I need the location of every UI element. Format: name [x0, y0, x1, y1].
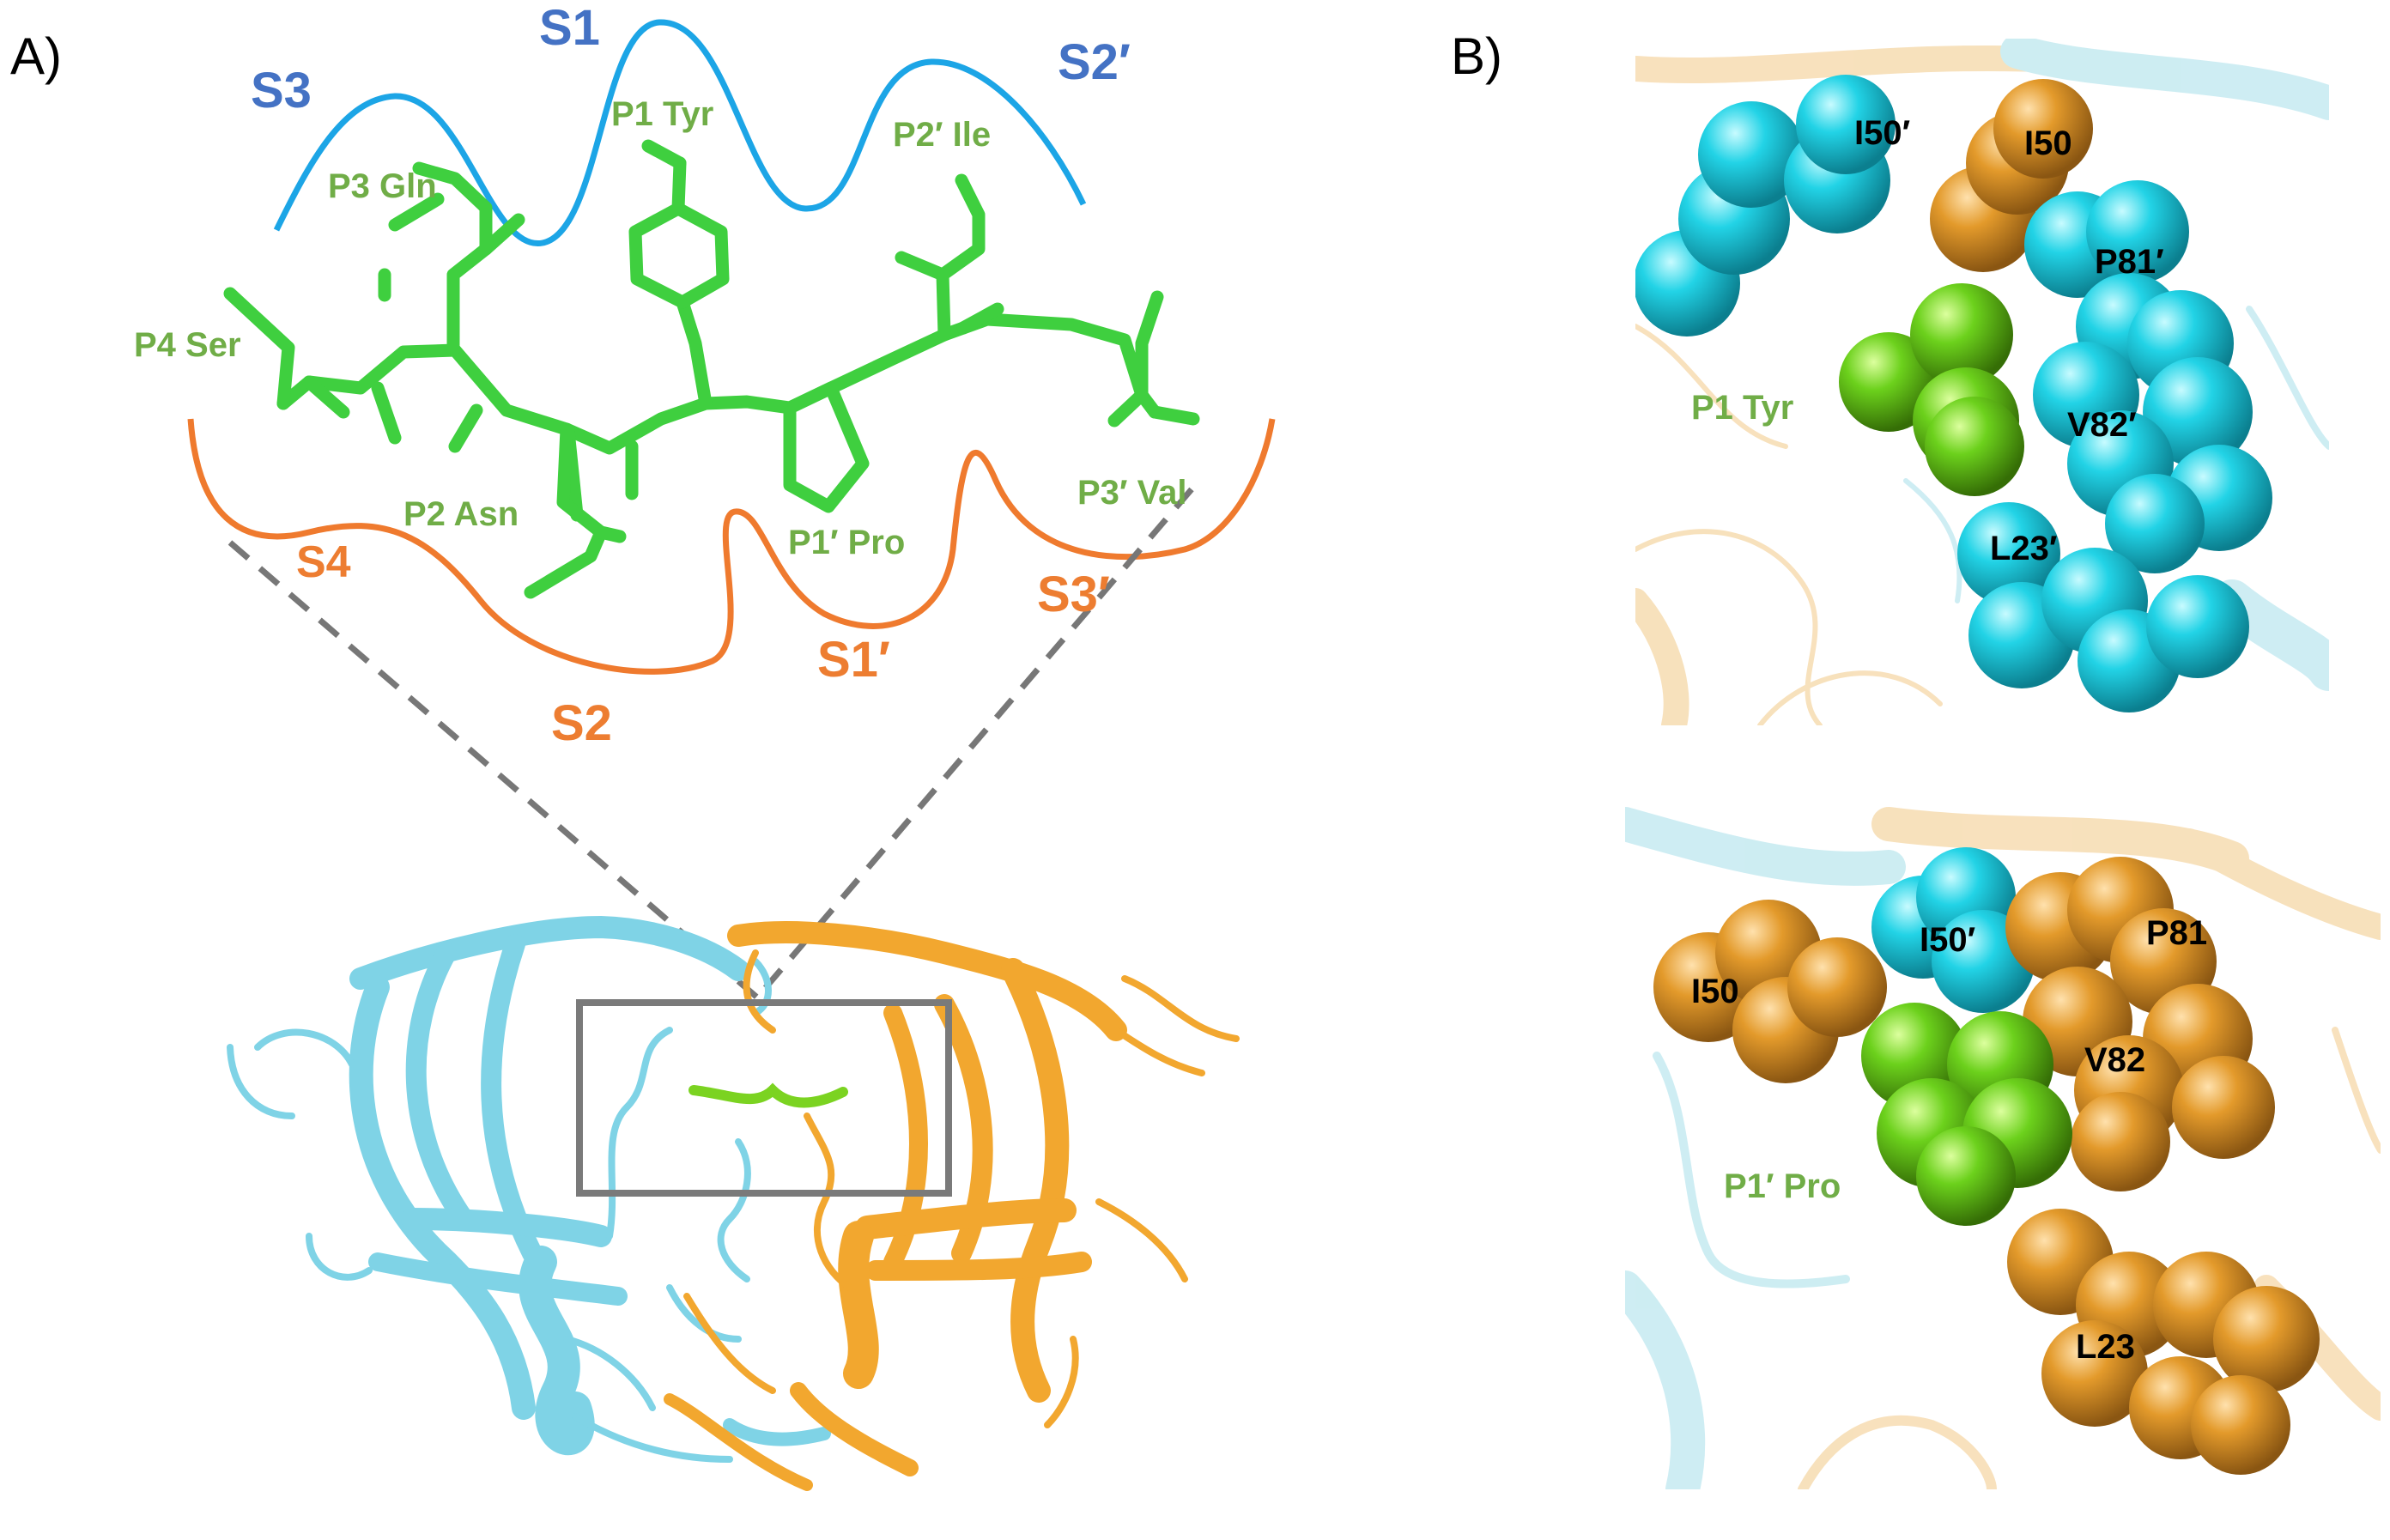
residue-label-p2-asn: P2 Asn [403, 495, 519, 533]
sphere-group-p81-v82 [2005, 857, 2275, 1191]
subsite-label-s1-prime: S1′ [817, 632, 890, 688]
active-site-zoom-box [576, 999, 952, 1197]
top-residue-label-i50-prime: I50′ [1854, 114, 1910, 152]
chain-b-cartoon [664, 921, 1240, 1491]
panel-a: A) [10, 0, 1276, 1491]
residue-label-p1-prime-pro: P1′ Pro [788, 524, 905, 561]
top-residue-label-l23-prime: L23′ [1990, 530, 2058, 567]
top-residue-label-i50: I50 [2024, 124, 2072, 162]
bottom-residue-label-i50-prime: I50′ [1920, 921, 1975, 959]
panel-b: B) [1451, 27, 2381, 1489]
bottom-substrate-label-p1-prime-pro: P1′ Pro [1724, 1167, 1841, 1205]
sphere-group-p1-tyr [1839, 283, 2024, 496]
bound-peptide-cartoon [688, 1082, 848, 1108]
top-substrate-label-p1-tyr: P1 Tyr [1691, 389, 1793, 427]
bottom-residue-label-v82: V82 [2084, 1041, 2145, 1079]
top-residue-label-p81-prime: P81′ [2095, 243, 2164, 281]
subsite-label-s3-prime: S3′ [1037, 567, 1110, 622]
bottom-residue-label-p81: P81 [2146, 914, 2207, 952]
residue-label-p3-prime-val: P3′ Val [1077, 474, 1186, 512]
lower-subsite-curve [187, 418, 1276, 675]
panel-a-letter: A) [10, 27, 62, 85]
residue-label-p3-gln: P3 Gln [328, 167, 437, 205]
peptide-stick-model [223, 139, 1200, 599]
top-residue-label-v82-prime: V82′ [2067, 406, 2137, 444]
panel-b-top-s1-pocket [1635, 39, 2329, 725]
zoom-line-right [755, 487, 1194, 1000]
sphere-group-i50-bottom [1653, 900, 1887, 1083]
sphere-group-i50-prime [1635, 75, 1896, 336]
subsite-label-s1: S1 [539, 0, 600, 56]
sphere-group-i50 [1930, 79, 2093, 272]
subsite-label-s2: S2 [551, 695, 612, 751]
residue-label-p4-ser: P4 Ser [134, 326, 241, 364]
sphere-group-p81-v82-prime [2024, 180, 2272, 573]
residue-label-p1-tyr: P1 Tyr [611, 95, 713, 133]
residue-label-p2-prime-ile: P2′ Ile [893, 116, 991, 154]
subsite-label-s4: S4 [296, 537, 351, 587]
subsite-label-s2-prime: S2′ [1058, 34, 1131, 90]
protease-dimer-cartoon [227, 916, 1240, 1491]
bottom-residue-label-l23: L23 [2076, 1328, 2135, 1366]
subsite-label-s3: S3 [251, 63, 312, 118]
panel-b-letter: B) [1451, 27, 1502, 85]
sphere-group-l23 [2007, 1209, 2320, 1475]
sphere-group-p1-prime-pro [1861, 1003, 2072, 1226]
bottom-residue-label-i50: I50 [1691, 973, 1739, 1010]
panel-b-bottom-s1-prime-pocket [1625, 803, 2381, 1489]
sphere-group-l23-prime [1957, 502, 2249, 712]
upper-subsite-curve [273, 19, 1087, 246]
chain-a-cartoon [227, 916, 831, 1463]
